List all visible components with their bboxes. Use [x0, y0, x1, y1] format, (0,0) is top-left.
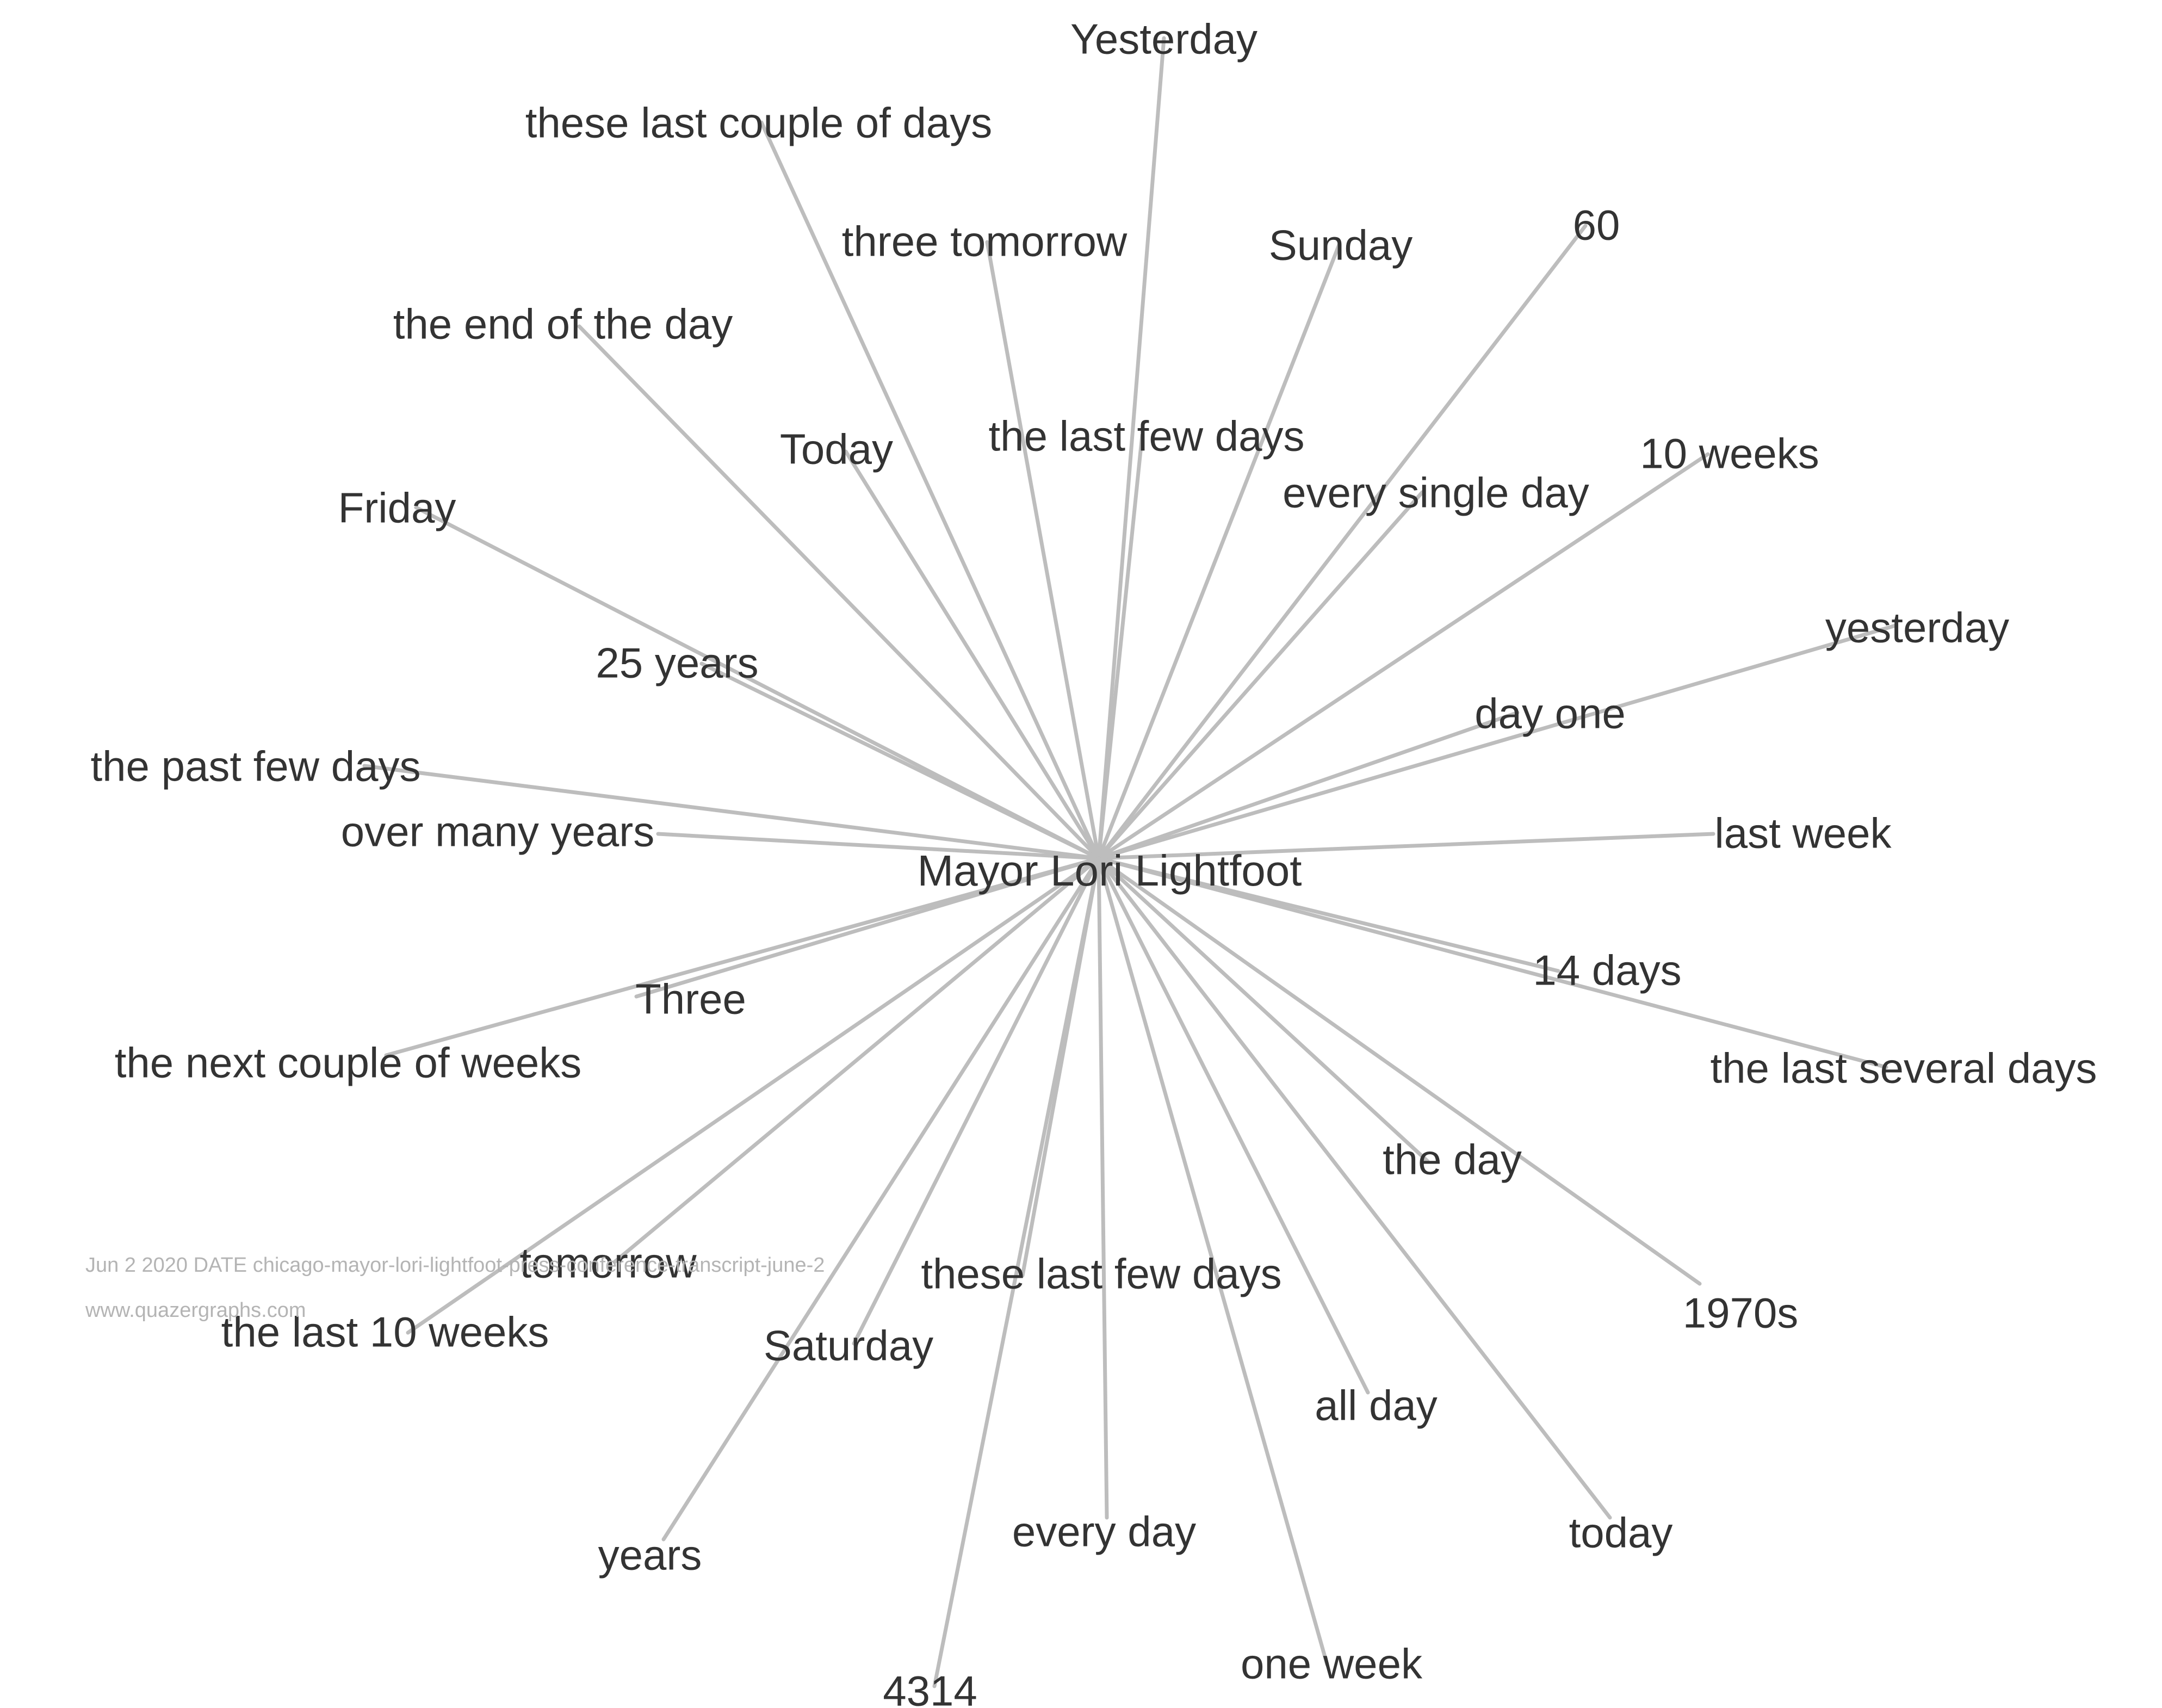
node-label: 4314 — [883, 1667, 977, 1708]
node-label: every single day — [1283, 469, 1589, 517]
edge-line — [1097, 490, 1424, 861]
node-label: tomorrow — [519, 1239, 697, 1287]
edge-line — [1097, 856, 1430, 1164]
edge-line — [844, 449, 1101, 861]
edge-line — [1097, 36, 1166, 861]
node-label: one week — [1241, 1640, 1423, 1688]
node-label: today — [1569, 1509, 1673, 1557]
edge-line — [1097, 856, 1329, 1667]
node-label: Friday — [338, 484, 456, 532]
node-label: Sunday — [1269, 221, 1413, 269]
node-label: years — [598, 1531, 702, 1579]
node-label: yesterday — [1825, 604, 2009, 652]
edge-line — [1097, 224, 1588, 861]
edge-line — [612, 856, 1101, 1264]
node-label: the last several days — [1710, 1044, 2097, 1092]
edge-line — [362, 764, 1101, 861]
edge-line — [1097, 856, 1612, 1520]
node-label: the past few days — [90, 742, 420, 790]
node-label: 25 years — [596, 639, 758, 687]
edge-line — [577, 324, 1101, 861]
edge-line — [414, 505, 1101, 861]
edge-line — [1097, 832, 1715, 861]
node-label: 10 weeks — [1640, 430, 1819, 478]
node-label: day one — [1475, 690, 1626, 738]
node-label: the last few days — [989, 412, 1305, 460]
node-label: 60 — [1573, 201, 1620, 249]
edge-line — [1097, 856, 1888, 1069]
node-label: these last few days — [921, 1250, 1281, 1298]
node-label: these last couple of days — [525, 99, 993, 147]
edge-line — [852, 856, 1101, 1346]
node-label: Three — [635, 975, 746, 1023]
edge-line — [1097, 243, 1341, 861]
node-label: over many years — [341, 808, 655, 856]
edge-line — [406, 856, 1101, 1335]
node-label: last week — [1714, 809, 1892, 857]
node-label: the end of the day — [393, 300, 733, 348]
node-label: Today — [780, 425, 893, 473]
edge-line — [1097, 452, 1710, 861]
edge-line — [1097, 856, 1702, 1286]
center-node-label: Mayor Lori Lightfoot — [917, 846, 1302, 895]
edge-line — [1097, 856, 1109, 1520]
node-label: the last 10 weeks — [221, 1308, 549, 1356]
edge-line — [384, 856, 1101, 1057]
node-label: every day — [1012, 1508, 1196, 1556]
edge-line — [1097, 433, 1144, 861]
edge-line — [1097, 856, 1370, 1395]
label-group: Yesterday these last couple of days three … — [90, 15, 2097, 1708]
footer-source-text: Jun 2 2020 DATE chicago-mayor-lori-light… — [85, 1254, 825, 1277]
edge-line — [699, 661, 1101, 861]
node-label: Saturday — [764, 1322, 933, 1370]
node-label: three tomorrow — [842, 218, 1128, 265]
edge-line — [932, 856, 1101, 1688]
edge-line — [656, 832, 1101, 861]
edge-line — [759, 120, 1101, 861]
node-label: all day — [1315, 1382, 1437, 1429]
node-label: the next couple of weeks — [115, 1039, 582, 1087]
edge-group — [362, 36, 1898, 1688]
node-label: Yesterday — [1070, 15, 1257, 63]
node-label: 1970s — [1683, 1289, 1799, 1337]
node-label: 14 days — [1533, 946, 1681, 994]
node-label: the day — [1383, 1136, 1522, 1184]
edge-line — [985, 240, 1101, 861]
edge-line — [661, 856, 1101, 1542]
edge-line — [1097, 623, 1898, 861]
edge-line — [1097, 710, 1520, 861]
footer-website-text: www.quazergraphs.com — [85, 1299, 306, 1322]
